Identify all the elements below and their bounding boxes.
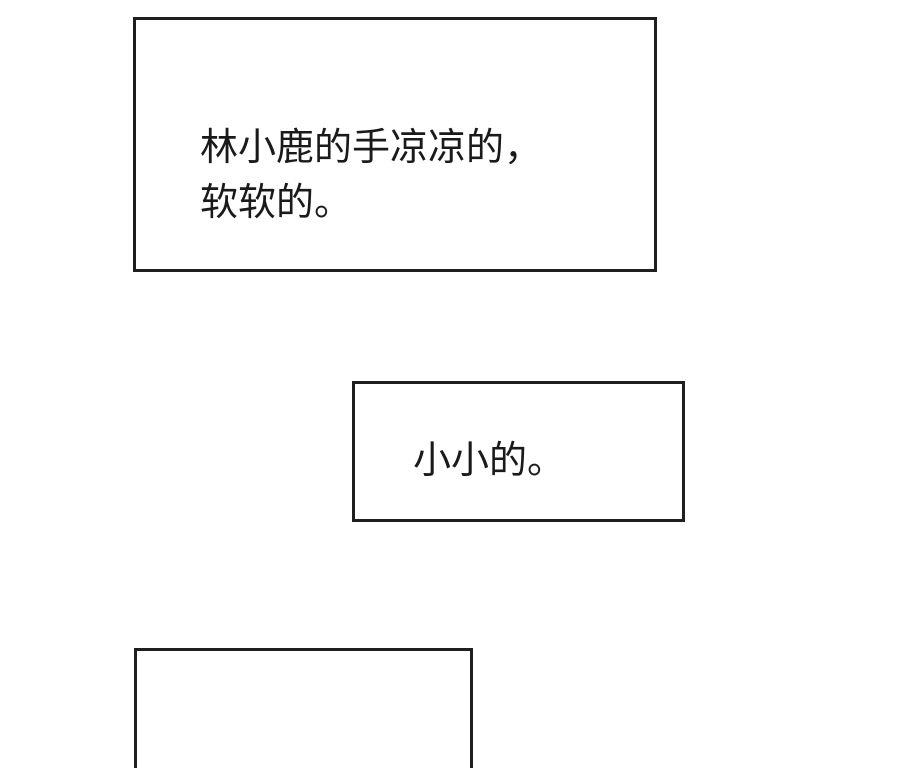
comic-page: 林小鹿的手凉凉的， 软软的。 小小的。 xyxy=(133,17,685,768)
panel-1-text: 林小鹿的手凉凉的， 软软的。 xyxy=(200,127,543,224)
comic-panel-1: 林小鹿的手凉凉的， 软软的。 xyxy=(133,17,657,272)
comic-panel-3-partial xyxy=(134,648,473,768)
comic-panel-2: 小小的。 xyxy=(352,381,685,522)
panel-2-text: 小小的。 xyxy=(413,440,566,482)
